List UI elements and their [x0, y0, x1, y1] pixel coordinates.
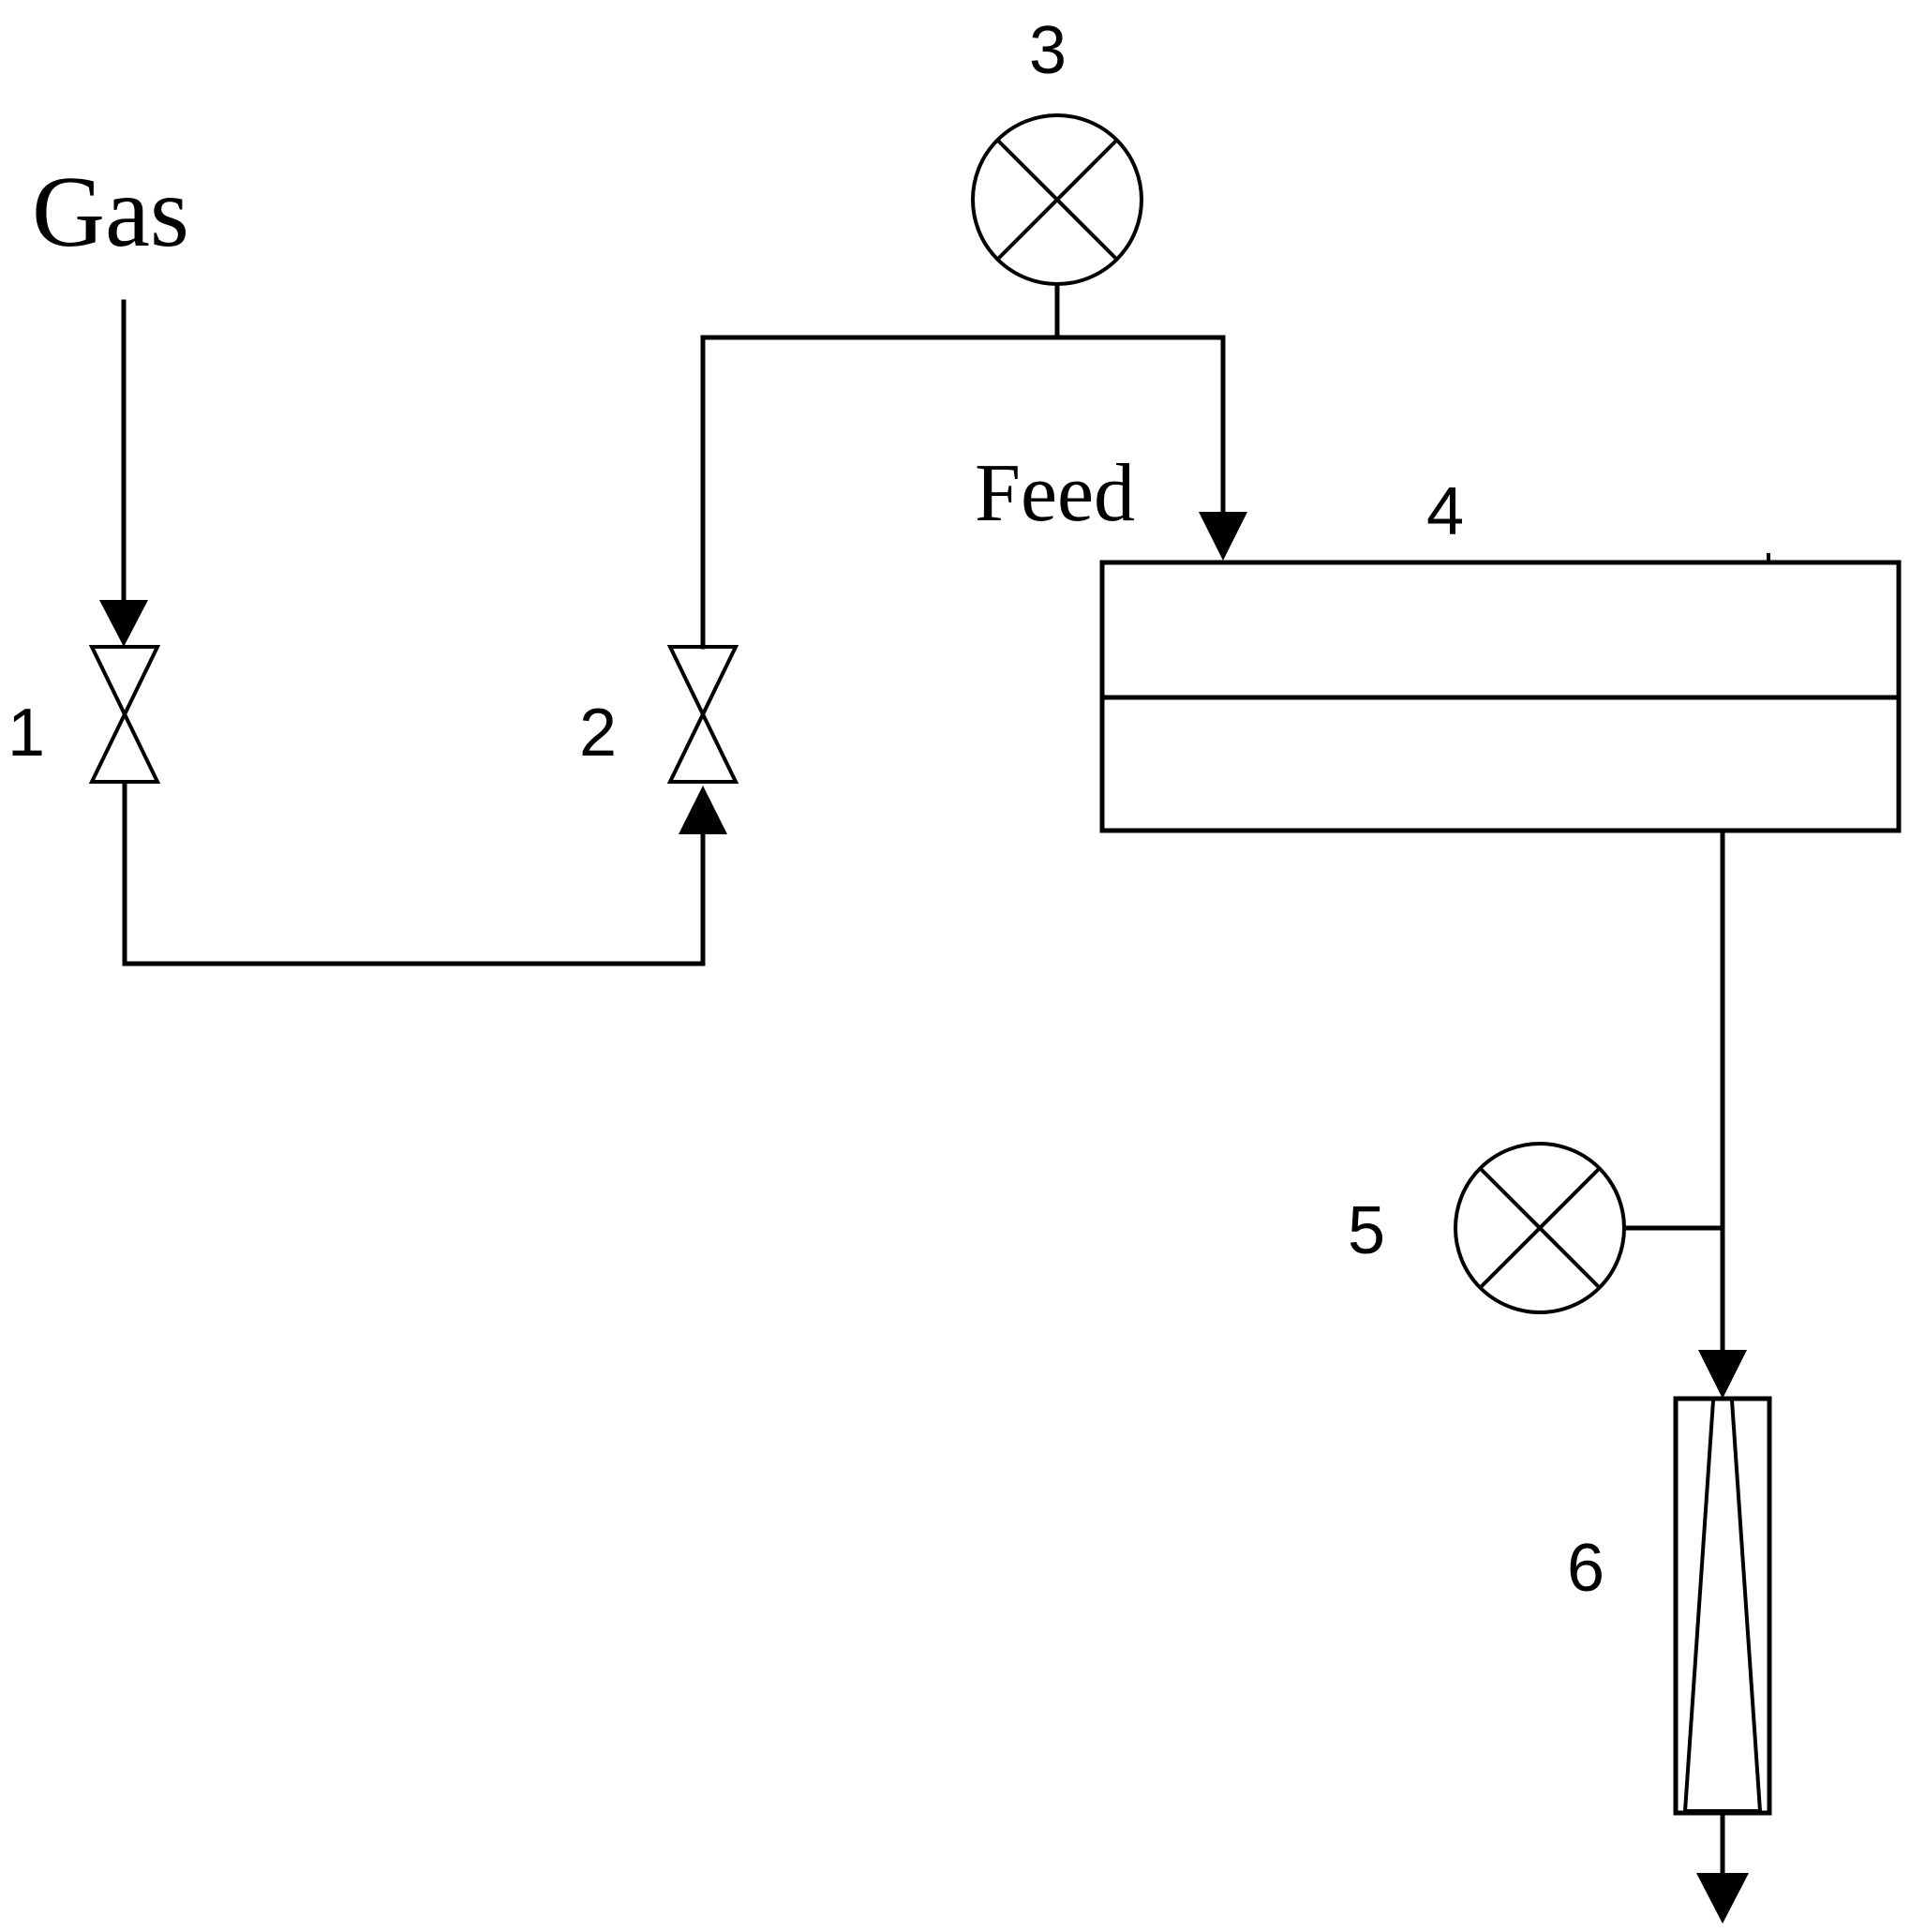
- rotameter-6: [1673, 1396, 1772, 1816]
- gauge-3-number: 3: [1029, 13, 1067, 88]
- valve-2-number: 2: [579, 696, 617, 771]
- gas-inlet-line: [99, 299, 148, 647]
- pressure-gauge-5: [1454, 1142, 1626, 1314]
- valve-1-number: 1: [7, 696, 45, 771]
- meter-6-number: 6: [1567, 1531, 1604, 1606]
- gauge-5-number: 5: [1348, 1193, 1385, 1268]
- bypass-line: [122, 781, 727, 966]
- permeate-outlet-line: [1623, 828, 1747, 1399]
- valve-2: [666, 645, 739, 784]
- pressure-gauge-3: [971, 113, 1143, 286]
- membrane-module-4: [1099, 553, 1902, 833]
- feed-header-line: [700, 283, 1247, 650]
- feed-label: Feed: [975, 448, 1135, 539]
- valve-1: [88, 645, 161, 784]
- vent-outlet-line: [1696, 1810, 1749, 1924]
- module-4-number: 4: [1426, 474, 1464, 549]
- gas-label: Gas: [32, 157, 189, 268]
